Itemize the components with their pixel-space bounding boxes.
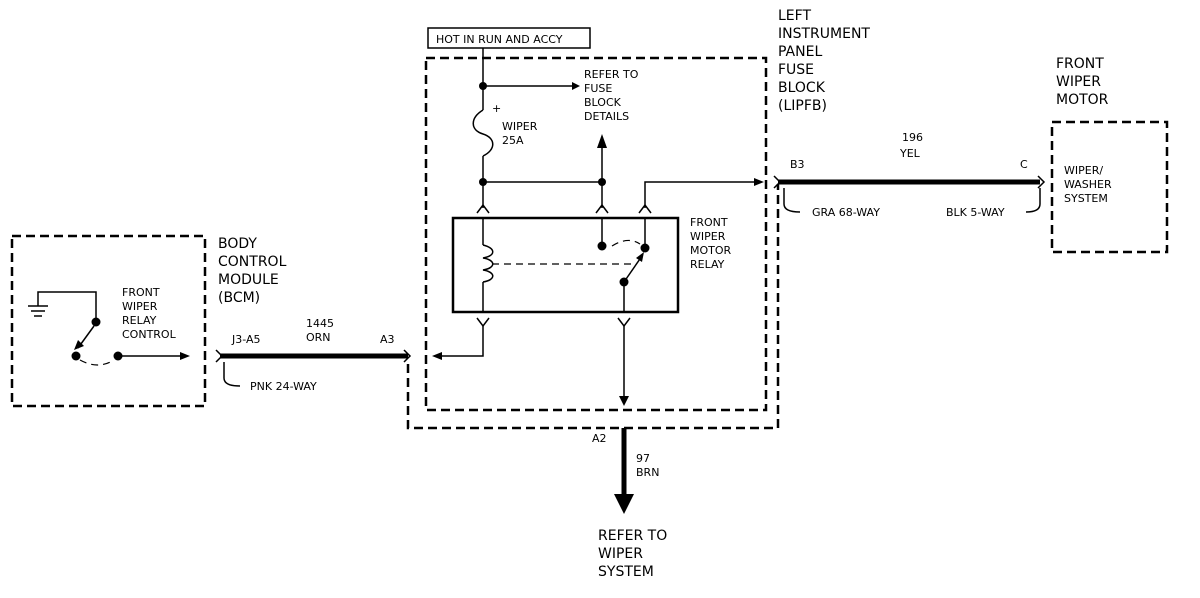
wire-196-label: 196 YEL [899, 131, 927, 160]
connector-chevron [595, 203, 609, 214]
arrow-right-icon [180, 352, 190, 360]
bcm-box [10, 234, 207, 408]
relay-to-b3-wire [644, 181, 760, 208]
lipfb-enclosure [424, 56, 768, 412]
arrow-left-icon [432, 352, 442, 360]
fuse-plus: + [492, 102, 501, 115]
connector-chevron [476, 203, 490, 214]
refer-wiper-label: REFER TO WIPER SYSTEM [598, 528, 672, 580]
pin-j3: J3-A5 [231, 333, 261, 346]
conn-pnk: PNK 24-WAY [250, 380, 317, 393]
front-wiper-motor-label: FRONT WIPER MOTOR [1056, 56, 1109, 108]
relay-label: FRONT WIPER MOTOR RELAY [690, 216, 735, 271]
arrow-up-icon [597, 134, 607, 148]
connector-chevron [1037, 175, 1046, 189]
blk-leader [1025, 188, 1041, 213]
lipfb-label: LEFT INSTRUMENT PANEL FUSE BLOCK (LIPFB) [778, 8, 874, 114]
switch-arc [79, 359, 115, 366]
ground-wire [37, 291, 97, 320]
connector-chevron [403, 349, 412, 363]
relay-box [451, 216, 680, 314]
gra-leader [783, 188, 801, 213]
connector-chevron [617, 317, 631, 328]
switch-blade [623, 255, 643, 283]
coil-icon [482, 244, 494, 283]
wiper-motor-box [1050, 120, 1169, 254]
arrow-down-icon [619, 396, 629, 406]
switch-contact [597, 241, 607, 251]
switch-arrow-icon [74, 340, 84, 350]
fuse-name: WIPER 25A [502, 120, 541, 147]
connector-chevron [638, 203, 652, 214]
connector-outline [406, 184, 780, 430]
arrow-down-icon [614, 494, 634, 514]
pin-c: C [1020, 158, 1028, 171]
wire-97-label: 97 BRN [636, 452, 659, 479]
hot-in-run-box [427, 27, 591, 49]
connector-chevron [215, 349, 224, 363]
arrow-head [572, 82, 580, 90]
pin-a3: A3 [380, 333, 395, 346]
switch-contact [71, 351, 81, 361]
switch-contact [640, 243, 650, 253]
coil-to-a3-wire [436, 326, 484, 357]
refer-fuse-label: REFER TO FUSE BLOCK DETAILS [584, 68, 642, 123]
arrow-right-icon [754, 178, 764, 186]
hot-in-run-label: HOT IN RUN AND ACCY [436, 33, 563, 46]
connector-chevron [773, 175, 782, 189]
bcm-label: BODY CONTROL MODULE (BCM) [218, 236, 291, 306]
pnk-leader [223, 362, 241, 387]
switch-arrow-icon [636, 252, 644, 262]
conn-blk: BLK 5-WAY [946, 206, 1005, 219]
switch-contact [91, 317, 101, 327]
wire-1445-label: 1445 ORN [306, 317, 338, 344]
fuse-icon [472, 109, 494, 157]
pin-b3: B3 [790, 158, 805, 171]
conn-gra: GRA 68-WAY [812, 206, 880, 219]
pin-a2: A2 [592, 432, 607, 445]
switch-arc [611, 239, 641, 247]
wiper-motor-inner-label: WIPER/ WASHER SYSTEM [1064, 164, 1115, 205]
relay-control-label: FRONT WIPER RELAY CONTROL [122, 286, 177, 341]
connector-chevron [476, 317, 490, 328]
